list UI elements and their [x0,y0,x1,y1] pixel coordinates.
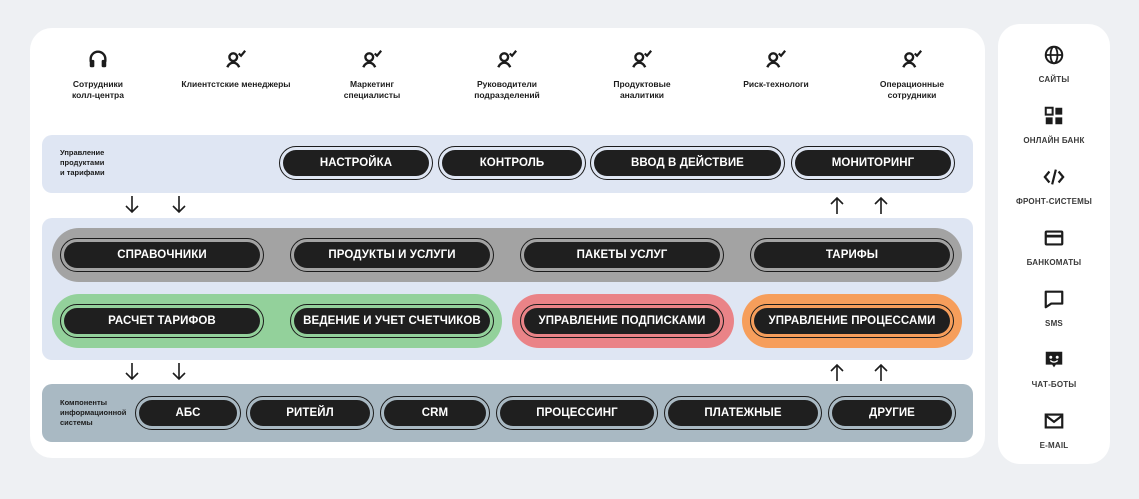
channel-label: E-MAIL [1039,441,1069,450]
pill-other[interactable]: ДРУГИЕ [828,396,956,430]
arrow-up-icon [830,196,844,214]
role-product-analysts: Продуктовые аналитики [572,48,712,101]
pill-text: ДРУГИЕ [832,400,952,426]
channel-label: ОНЛАЙН БАНК [1023,136,1085,145]
role-label: Сотрудники колл-центра [72,79,124,100]
headset-icon [89,50,107,68]
pill-processing[interactable]: ПРОЦЕССИНГ [496,396,658,430]
mail-icon [1044,413,1064,429]
pill-directories[interactable]: СПРАВОЧНИКИ [60,238,264,272]
channel-label: БАНКОМАТЫ [1026,258,1082,267]
user-check-icon [226,50,247,68]
arrow-up-icon [874,363,888,381]
channel-front-systems[interactable]: ФРОНТ-СИСТЕМЫ [998,166,1110,206]
role-label: Риск-технологи [743,79,809,89]
user-check-icon [497,50,518,68]
role-call-center: Сотрудники колл-центра [28,48,168,101]
pill-text: ПРОЦЕССИНГ [500,400,654,426]
pill-text: КОНТРОЛЬ [442,150,582,176]
pill-abs[interactable]: АБС [135,396,241,430]
chat-icon [1044,290,1064,309]
arrow-up-icon [874,196,888,214]
arrow-down-icon [125,196,139,214]
pill-text: СПРАВОЧНИКИ [64,242,260,268]
pill-text: ПРОДУКТЫ И УСЛУГИ [294,242,490,268]
chatbot-icon [1045,351,1063,368]
role-marketing: Маркетинг специалисты [302,48,442,101]
channel-sms[interactable]: SMS [998,288,1110,328]
channel-chatbots[interactable]: ЧАТ-БОТЫ [998,349,1110,389]
pill-text: АБС [139,400,237,426]
channel-label: SMS [1045,319,1063,328]
pill-processes[interactable]: УПРАВЛЕНИЕ ПРОЦЕССАМИ [750,304,954,338]
arrow-up-icon [830,363,844,381]
role-operations: Операционные сотрудники [842,48,982,101]
pill-counters[interactable]: ВЕДЕНИЕ И УЧЕТ СЧЕТЧИКОВ [290,304,494,338]
role-label: Маркетинг специалисты [343,79,401,100]
pill-text: ВВОД В ДЕЙСТВИЕ [594,150,781,176]
arrow-down-icon [125,363,139,381]
pill-text: УПРАВЛЕНИЕ ПРОЦЕССАМИ [754,308,950,334]
pill-crm[interactable]: CRM [380,396,490,430]
pill-products-services[interactable]: ПРОДУКТЫ И УСЛУГИ [290,238,494,272]
pill-text: ПЛАТЕЖНЫЕ [668,400,818,426]
pill-launch[interactable]: ВВОД В ДЕЙСТВИЕ [590,146,785,180]
channel-label: САЙТЫ [1038,75,1070,84]
channel-online-bank[interactable]: ОНЛАЙН БАНК [998,105,1110,145]
role-label: Операционные сотрудники [879,79,945,100]
components-label: Компоненты информационной системы [60,398,127,427]
pill-monitoring[interactable]: МОНИТОРИНГ [791,146,955,180]
pill-text: ТАРИФЫ [754,242,950,268]
product-management-label: Управление продуктами и тарифами [60,148,105,177]
code-icon [1043,169,1065,185]
pill-text: CRM [384,400,486,426]
user-check-icon [362,50,383,68]
role-label: Продуктовые аналитики [613,79,671,100]
pill-text: РИТЕЙЛ [250,400,370,426]
pill-control[interactable]: КОНТРОЛЬ [438,146,586,180]
card-icon [1044,230,1064,246]
pill-text: УПРАВЛЕНИЕ ПОДПИСКАМИ [524,308,720,334]
grid-icon [1044,106,1063,125]
channel-atms[interactable]: БАНКОМАТЫ [998,227,1110,267]
pill-setup[interactable]: НАСТРОЙКА [279,146,433,180]
role-label: Руководители подразделений [474,79,540,100]
user-check-icon [766,50,787,68]
pill-text: НАСТРОЙКА [283,150,429,176]
pill-text: МОНИТОРИНГ [795,150,951,176]
pill-tariff-calculation[interactable]: РАСЧЕТ ТАРИФОВ [60,304,264,338]
channel-label: ФРОНТ-СИСТЕМЫ [1015,197,1093,206]
pill-payments[interactable]: ПЛАТЕЖНЫЕ [664,396,822,430]
user-check-icon [632,50,653,68]
pill-subscriptions[interactable]: УПРАВЛЕНИЕ ПОДПИСКАМИ [520,304,724,338]
pill-text: РАСЧЕТ ТАРИФОВ [64,308,260,334]
pill-tariffs[interactable]: ТАРИФЫ [750,238,954,272]
pill-service-packages[interactable]: ПАКЕТЫ УСЛУГ [520,238,724,272]
arrow-down-icon [172,363,186,381]
globe-icon [1044,45,1064,65]
user-check-icon [902,50,923,68]
pill-text: ПАКЕТЫ УСЛУГ [524,242,720,268]
arrow-down-icon [172,196,186,214]
role-department-heads: Руководители подразделений [437,48,577,101]
role-label: Клиентстские менеджеры [181,79,291,89]
role-risk-technologists: Риск-технологи [706,48,846,90]
channel-email[interactable]: E-MAIL [998,410,1110,450]
channel-label: ЧАТ-БОТЫ [1031,380,1077,389]
pill-retail[interactable]: РИТЕЙЛ [246,396,374,430]
role-client-managers: Клиентстские менеджеры [166,48,306,90]
channel-sites[interactable]: САЙТЫ [998,44,1110,84]
pill-text: ВЕДЕНИЕ И УЧЕТ СЧЕТЧИКОВ [294,308,490,334]
